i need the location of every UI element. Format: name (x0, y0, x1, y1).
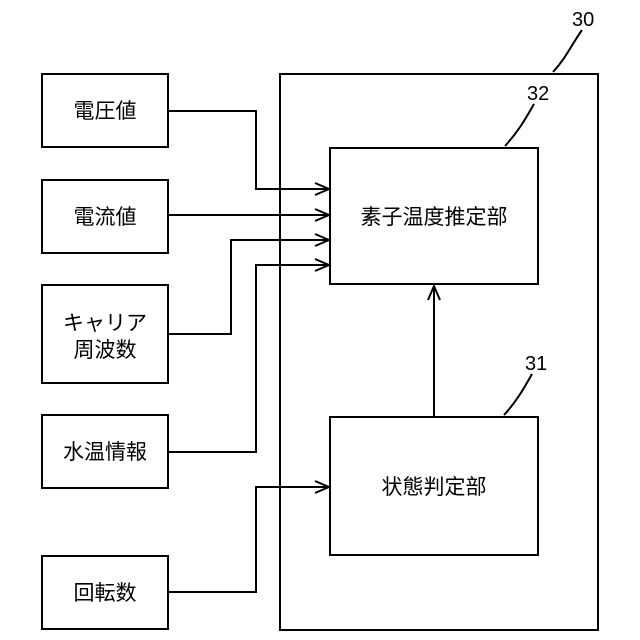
estimator-label: 素子温度推定部 (361, 205, 508, 229)
input-label-voltage: 電圧値 (74, 99, 137, 123)
input-label-water: 水温情報 (63, 440, 147, 464)
input-label-current: 電流値 (74, 205, 137, 229)
input-label-carrier-line2: 周波数 (74, 338, 137, 362)
input-label-carrier-line1: キャリア (63, 311, 147, 335)
judge-label: 状態判定部 (382, 475, 487, 499)
judge-ref-number: 31 (525, 353, 547, 375)
device-ref-leader (553, 30, 582, 72)
estimator-ref-number: 32 (527, 83, 549, 105)
input-label-rotation: 回転数 (74, 581, 137, 605)
device-ref-number: 30 (572, 9, 594, 31)
